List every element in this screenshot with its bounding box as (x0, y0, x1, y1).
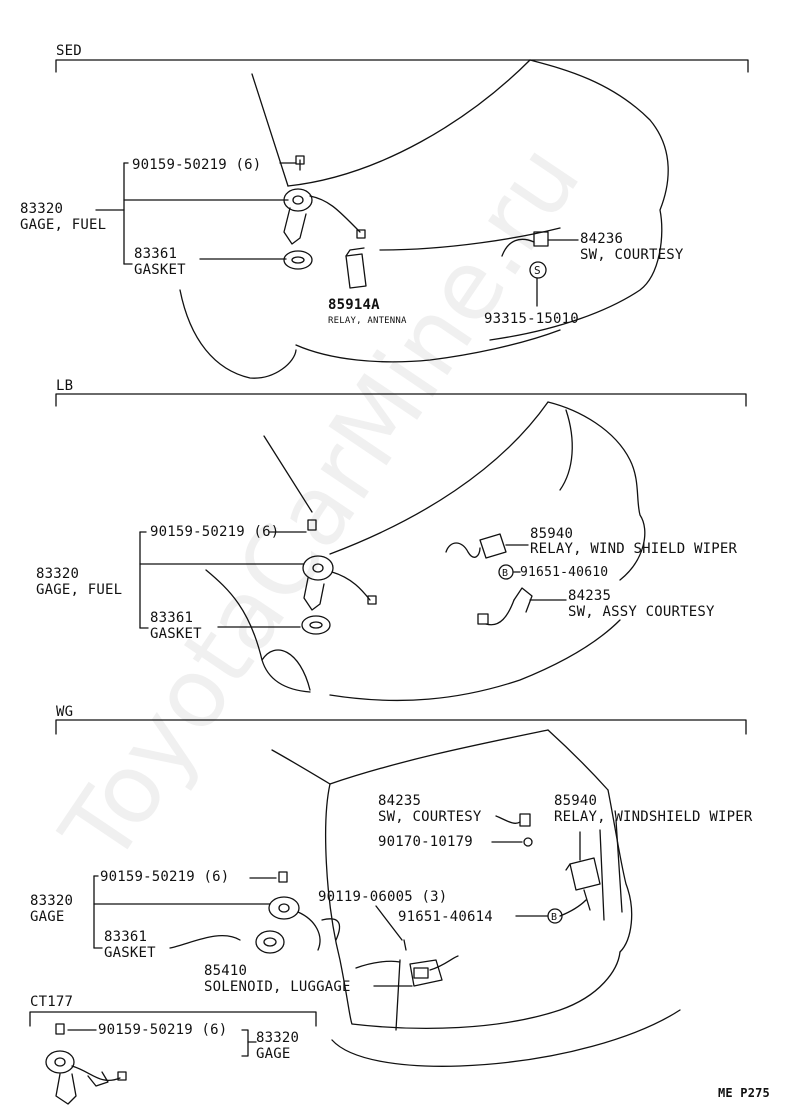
ct177-gage-name: GAGE (256, 1046, 291, 1062)
sed-car-body-outline (179, 59, 669, 379)
wg-fuel-gage-part (268, 871, 341, 951)
lb-wiper-relay-number: 85940 (530, 526, 574, 542)
lb-gasket-number: 83361 (150, 610, 194, 626)
wg-gasket-name: GASKET (104, 945, 156, 961)
sed-gasket-number: 83361 (134, 246, 178, 262)
lb-section-bracket (55, 393, 747, 407)
wg-b-circle (547, 908, 563, 924)
sed-section-title: SED (56, 43, 82, 59)
lb-courtesy-switch-name: SW, ASSY COURTESY (568, 604, 715, 620)
sed-courtesy-switch-part (501, 231, 549, 307)
sed-gasket-name: GASKET (134, 262, 186, 278)
wg-bolt-symbol: B (551, 912, 558, 923)
wg-solenoid-number: 85410 (204, 963, 248, 979)
wg-gage-number: 83320 (30, 893, 74, 909)
lb-bolt-symbol: B (502, 568, 509, 579)
sed-antenna-relay-number: 85914A (328, 297, 380, 313)
wg-luggage-solenoid-part (403, 939, 459, 987)
sed-fuel-gage-number: 83320 (20, 201, 64, 217)
wg-solenoid-name: SOLENOID, LUGGAGE (204, 979, 351, 995)
sed-leader-lines (95, 162, 579, 265)
wg-courtesy-switch-name: SW, COURTESY (378, 809, 482, 825)
lb-gasket-name: GASKET (150, 626, 202, 642)
wg-gage-name: GAGE (30, 909, 65, 925)
sed-fuel-gage-name: GAGE, FUEL (20, 217, 107, 233)
ct177-section-bracket (29, 1011, 317, 1027)
wg-switch-nut-number: 90170-10179 (378, 834, 473, 850)
ct177-section-title: CT177 (30, 994, 74, 1010)
lb-fuel-gage-name: GAGE, FUEL (36, 582, 123, 598)
sed-clip-number: 93315-15010 (484, 311, 579, 327)
wg-car-body-outline (271, 729, 681, 1067)
ct177-gage-part (45, 1023, 127, 1105)
lb-fuel-gage-part (302, 519, 377, 611)
wg-screw-number: 90119-06005 (3) (318, 889, 448, 905)
ct177-bolt-label: 90159-50219 (6) (98, 1022, 228, 1038)
ct177-gage-number: 83320 (256, 1030, 300, 1046)
lb-wiper-relay-name: RELAY, WIND SHIELD WIPER (530, 541, 738, 557)
sed-gasket-part (283, 250, 313, 270)
lb-fuel-gage-number: 83320 (36, 566, 80, 582)
wg-wiper-relay-name: RELAY, WINDSHIELD WIPER (554, 809, 753, 825)
lb-section-title: LB (56, 378, 74, 394)
wg-leader-lines (93, 841, 587, 987)
lb-courtesy-switch-part (477, 564, 533, 626)
lb-bolt-number: 91651-40610 (520, 565, 609, 580)
wg-wiper-relay-part (565, 831, 601, 911)
lb-leader-lines (139, 531, 567, 629)
wg-courtesy-switch-number: 84235 (378, 793, 422, 809)
lb-courtesy-switch-number: 84235 (568, 588, 612, 604)
sed-section-bracket (55, 59, 749, 73)
sed-courtesy-switch-name: SW, COURTESY (580, 247, 684, 263)
ct177-leader-lines (67, 1029, 257, 1057)
sed-clip-symbol: S (534, 264, 541, 277)
wg-wiper-relay-number: 85940 (554, 793, 598, 809)
wg-fuel-bolt-label: 90159-50219 (6) (100, 869, 230, 885)
sed-fuel-gage-part (283, 155, 366, 245)
wg-bolt-number: 91651-40614 (398, 909, 493, 925)
sed-antenna-relay-name: RELAY, ANTENNA (328, 316, 407, 326)
lb-fuel-bolt-label: 90159-50219 (6) (150, 524, 280, 540)
sed-fuel-bolt-label: 90159-50219 (6) (132, 157, 262, 173)
lb-wiper-relay-part (445, 533, 507, 559)
footer-code: ME P275 (718, 1086, 770, 1100)
wg-gasket-number: 83361 (104, 929, 148, 945)
wg-gasket-part (255, 930, 285, 954)
wg-courtesy-switch-part (495, 813, 533, 847)
sed-antenna-relay-part (345, 247, 367, 289)
wg-section-title: WG (56, 704, 74, 720)
sed-courtesy-switch-number: 84236 (580, 231, 624, 247)
lb-gasket-part (301, 615, 331, 635)
wg-section-bracket (55, 719, 747, 735)
lb-car-body-outline (205, 401, 646, 702)
